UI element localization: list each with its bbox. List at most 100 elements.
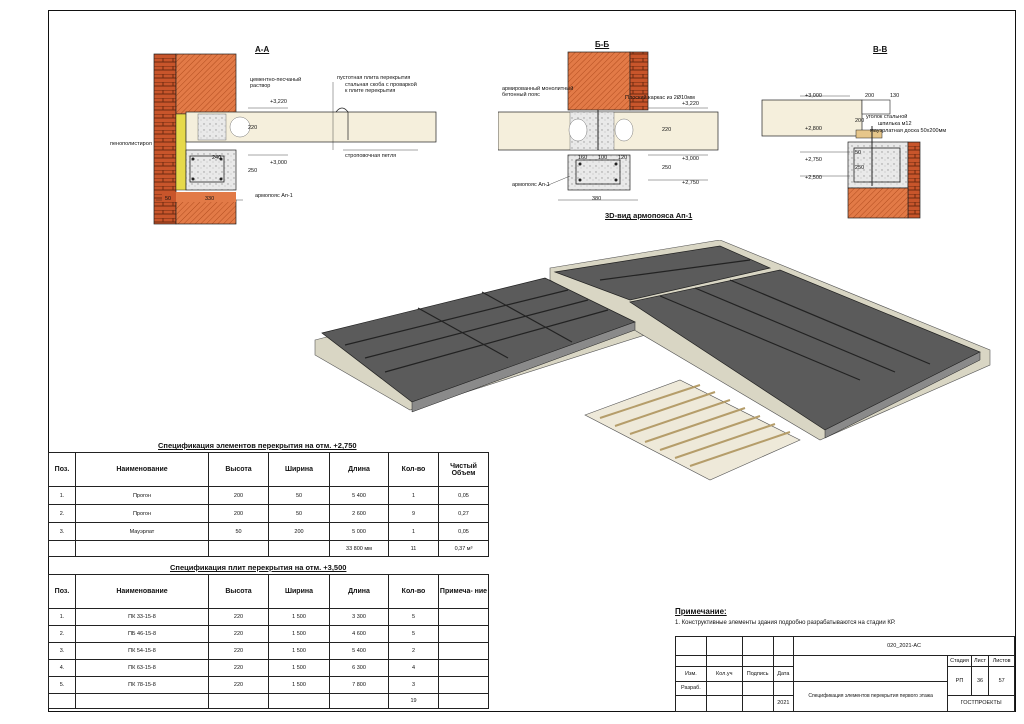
drawing-frame [48, 10, 1016, 712]
bb-dim-5: 120 [618, 155, 628, 161]
table-cell: 1 500 [268, 625, 330, 643]
table-cell: 0,37 м³ [438, 540, 489, 557]
table-cell: 5 400 [329, 486, 389, 505]
table-cell: Прогон [75, 486, 209, 505]
table-cell: 1 500 [268, 659, 330, 677]
table-cell: 3. [48, 522, 76, 541]
table-cell: 11 [388, 540, 439, 557]
table-cell: 5 000 [329, 522, 389, 541]
table-cell: 0,27 [438, 504, 489, 523]
table-cell: 0,05 [438, 486, 489, 505]
aa-dim-2: 220 [248, 125, 258, 131]
table-cell: 200 [208, 504, 269, 523]
aa-loop-label: строповочная петля [345, 153, 397, 159]
stamp-listov-label: Листов [988, 654, 1015, 668]
table-cell [329, 693, 389, 709]
floor-3d-view [314, 240, 991, 481]
table-cell: 9 [388, 504, 439, 523]
table-cell [208, 693, 269, 709]
table-cell: 1. [48, 486, 76, 505]
table-row: 2. ПБ 46-15-8 220 1 500 4 600 5 [48, 625, 489, 643]
bb-dim-7: 250 [662, 165, 672, 171]
table-cell: 1 [388, 486, 439, 505]
table-cell: 5 [388, 625, 439, 643]
bb-frame-label: Плоский каркас из 2Ø10мм [625, 95, 695, 101]
table2-header: Ширина [268, 574, 330, 609]
aa-dim-4: +3,000 [270, 160, 287, 166]
table-cell: 200 [208, 486, 269, 505]
table-cell [438, 608, 489, 626]
table-cell: 5 [388, 608, 439, 626]
table1-header: Чистый Объем [438, 452, 489, 487]
table-cell: 50 [268, 504, 330, 523]
table-cell: Прогон [75, 504, 209, 523]
bb-armobelt-label: армопояс Ап-1 [512, 182, 550, 188]
vv-dim-7: 50 [855, 150, 862, 156]
table-cell [438, 642, 489, 660]
table-cell: ПК 63-15-8 [75, 659, 209, 677]
aa-mortar-label: цементно-песчаный раствор [250, 77, 302, 89]
table-cell: 50 [208, 522, 269, 541]
table-cell: 1 500 [268, 676, 330, 694]
table-row: 5. ПК 78-15-8 220 1 500 7 800 3 [48, 676, 489, 694]
bb-dim-3: 160 [578, 155, 588, 161]
note-text: 1. Конструктивные элементы здания подроб… [675, 620, 896, 626]
table1-header: Наименование [75, 452, 209, 487]
vv-dim-4: +2,800 [805, 126, 822, 132]
stamp-stadia-label: Стадия [947, 654, 972, 668]
stamp-stadia-value: РП [947, 666, 972, 696]
table-cell: 4 600 [329, 625, 389, 643]
table1-header: Высота [208, 452, 269, 487]
vv-dim-1: +3,000 [805, 93, 822, 99]
table-row: 3. ПК 54-15-8 220 1 500 5 400 2 [48, 642, 489, 660]
table-cell [438, 625, 489, 643]
table1: Поз. Наименование Высота Ширина Длина Ко… [48, 452, 489, 557]
table-cell [208, 540, 269, 557]
table-row: 33 800 мм 11 0,37 м³ [48, 540, 489, 557]
table-cell: 5 400 [329, 642, 389, 660]
table-cell: 0,05 [438, 522, 489, 541]
section-bb-drawing [498, 51, 719, 201]
table-cell: Мауэрлат [75, 522, 209, 541]
aa-foam-label: пенополистирол [110, 141, 152, 147]
table-cell: 1 500 [268, 608, 330, 626]
table1-header: Поз. [48, 452, 76, 487]
table1-header: Кол-во [388, 452, 439, 487]
stamp-izm: Изм. [675, 666, 707, 682]
table-cell: 4 [388, 659, 439, 677]
stamp-data: Дата [772, 666, 795, 682]
vv-dim-5: 200 [855, 118, 865, 124]
section-aa-drawing [153, 53, 437, 225]
table-cell: 6 300 [329, 659, 389, 677]
table2-header: Высота [208, 574, 269, 609]
table-cell: 4. [48, 659, 76, 677]
table2-header: Наименование [75, 574, 209, 609]
stamp-razrab: Разраб. [675, 680, 707, 696]
bb-dim-9: 380 [592, 196, 602, 202]
table2-header: Длина [329, 574, 389, 609]
vv-dim-2: 200 [865, 93, 875, 99]
table-cell: 2 600 [329, 504, 389, 523]
table-cell [75, 693, 209, 709]
vv-dim-3: 130 [890, 93, 900, 99]
stamp-listov-value: 57 [988, 666, 1015, 696]
table-cell: 33 800 мм [329, 540, 389, 557]
table-cell [75, 540, 209, 557]
table2-header: Примеча- ние [438, 574, 489, 609]
table-cell [48, 540, 76, 557]
aa-dim-3: 240 [212, 155, 222, 161]
table-row: 1. Прогон 200 50 5 400 1 0,05 [48, 486, 489, 505]
table-cell: 1 500 [268, 642, 330, 660]
note-title: Примечание: [675, 607, 727, 616]
table-cell: 19 [388, 693, 439, 709]
table-cell: 2 [388, 642, 439, 660]
aa-armobelt-label: армопояс Ап-1 [255, 193, 293, 199]
stamp-koluch: Кол.уч [705, 666, 743, 682]
table2-header: Поз. [48, 574, 76, 609]
table-cell: 50 [268, 486, 330, 505]
table-cell: 220 [208, 625, 269, 643]
table2-header-row: Поз. Наименование Высота Ширина Длина Ко… [48, 574, 489, 609]
table2-caption: Спецификация плит перекрытия на отм. +3,… [170, 563, 347, 572]
table2-header: Кол-во [388, 574, 439, 609]
table-cell: 220 [208, 608, 269, 626]
